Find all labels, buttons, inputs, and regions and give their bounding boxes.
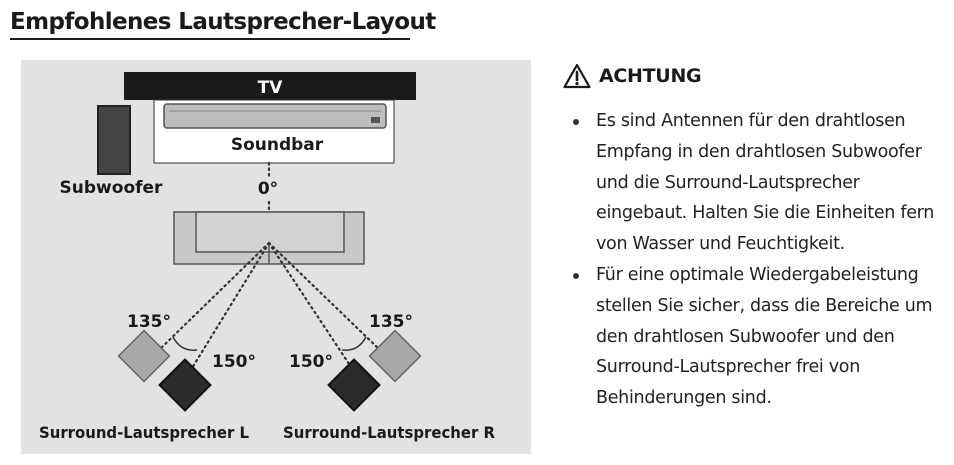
subwoofer-label: Subwoofer (60, 178, 164, 198)
right-side-angle-label: 150° (289, 352, 333, 372)
caution-header: ACHTUNG (563, 62, 948, 90)
diagram-canvas: TV Soundbar Subwoofer 0° 135° 15 (39, 72, 495, 442)
soundbar-indicator (371, 117, 380, 123)
caution-list: Es sind Antennen für den drahtlosen Empf… (563, 106, 948, 414)
soundbar-shape (163, 103, 387, 129)
caution-title: ACHTUNG (599, 65, 702, 87)
surround-left-alt-speaker (117, 329, 171, 383)
warning-triangle-icon (563, 63, 591, 89)
left-side-line (187, 241, 271, 375)
right-side-line (267, 241, 357, 375)
right-rear-line (267, 241, 382, 352)
surround-right-label: Surround-Lautsprecher R (283, 423, 495, 442)
surround-right-alt-speaker (368, 329, 422, 383)
front-angle-label: 0° (258, 179, 278, 199)
caution-section: ACHTUNG Es sind Antennen für den drahtlo… (563, 62, 948, 414)
left-rear-line (157, 241, 271, 352)
surround-left-speaker (158, 358, 212, 412)
surround-left-label: Surround-Lautsprecher L (39, 423, 249, 442)
title-underline (10, 38, 410, 40)
left-side-angle-label: 150° (212, 352, 256, 372)
tv-shape (124, 72, 416, 100)
left-angle-arc (172, 336, 198, 351)
caution-bullet-antennas: Es sind Antennen für den drahtlosen Empf… (563, 106, 948, 260)
right-rear-angle-label: 135° (369, 312, 413, 332)
page-title: Empfohlenes Lautsprecher-Layout (10, 9, 436, 35)
surround-right-speaker (327, 358, 381, 412)
soundbar-label: Soundbar (231, 135, 324, 155)
sofa-seat (195, 211, 345, 253)
right-angle-arc (341, 336, 367, 351)
left-rear-angle-label: 135° (127, 312, 171, 332)
caution-bullet-clearance: Für eine optimale Wiedergabeleistung ste… (563, 260, 948, 414)
speaker-layout-diagram: TV Soundbar Subwoofer 0° 135° 15 (21, 60, 531, 454)
tv-label: TV (258, 78, 284, 98)
subwoofer-shape (97, 105, 131, 175)
